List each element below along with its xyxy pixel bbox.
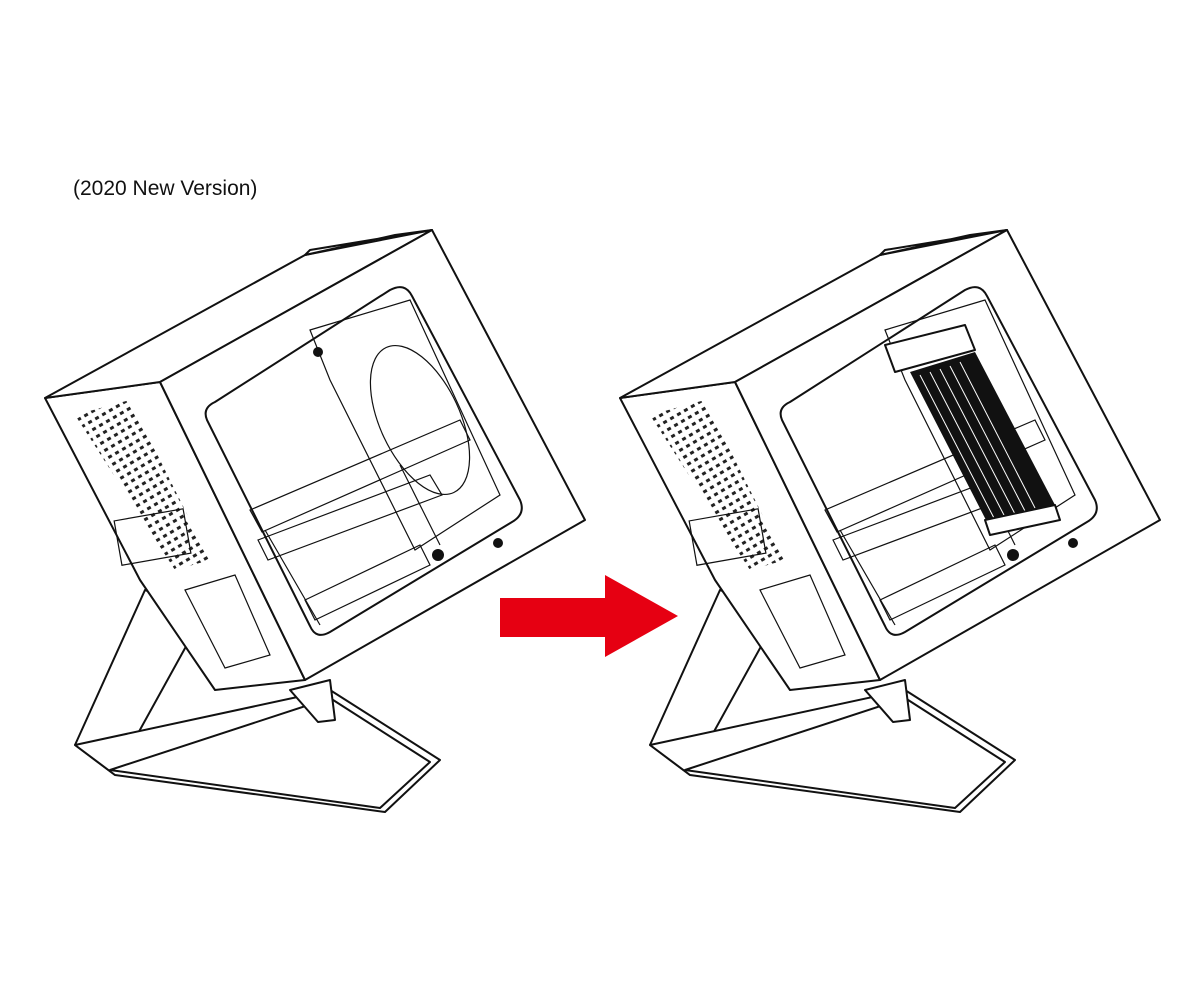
radiator [884, 324, 1061, 536]
pc-case-icon [44, 229, 586, 813]
fan-outline [369, 344, 471, 496]
pc-case-radiator-icon [619, 229, 1161, 813]
right-arrow-icon [500, 575, 678, 657]
caption: (2020 New Version) [73, 177, 258, 200]
case-before [44, 229, 586, 813]
case-after-with-radiator [619, 229, 1161, 813]
